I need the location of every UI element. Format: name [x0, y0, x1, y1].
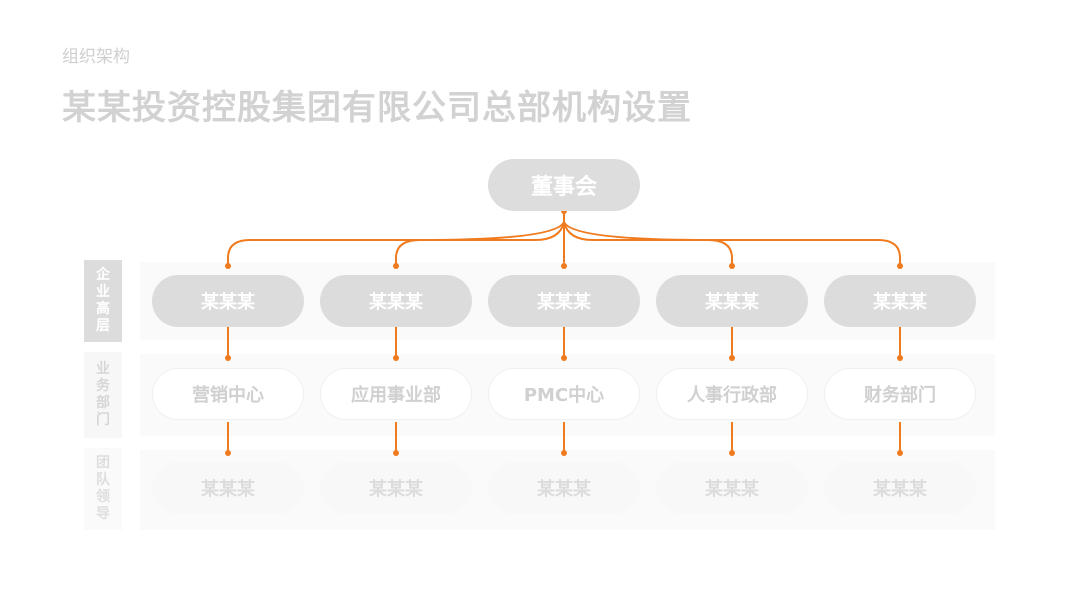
connector-dot: [729, 263, 735, 269]
connector-branch-right2: [563, 221, 733, 267]
board-node: 董事会: [488, 159, 640, 211]
connector-dot: [897, 355, 903, 361]
connector-dot: [393, 263, 399, 269]
page-title: 某某投资控股集团有限公司总部机构设置: [62, 88, 692, 128]
connector-dot: [225, 263, 231, 269]
leader-node: 某某某: [656, 462, 808, 514]
executive-node: 某某某: [488, 275, 640, 327]
connector-dot: [393, 450, 399, 456]
connector-dot: [225, 355, 231, 361]
connector-dot: [561, 355, 567, 361]
executive-node: 某某某: [824, 275, 976, 327]
leader-node: 某某某: [152, 462, 304, 514]
leader-node: 某某某: [824, 462, 976, 514]
department-node: 人事行政部: [656, 368, 808, 420]
department-node: 营销中心: [152, 368, 304, 420]
connector-dot: [225, 450, 231, 456]
side-label-leaders: 团队领导: [84, 448, 122, 530]
connector-branch-right: [563, 221, 901, 267]
leader-node: 某某某: [320, 462, 472, 514]
connector-branch-left: [227, 221, 565, 267]
connector-dot: [897, 263, 903, 269]
connector-dot: [729, 355, 735, 361]
department-node: 应用事业部: [320, 368, 472, 420]
executive-node: 某某某: [320, 275, 472, 327]
connector-dot: [897, 450, 903, 456]
side-label-departments: 业务部门: [84, 352, 122, 438]
department-node: 财务部门: [824, 368, 976, 420]
executive-node: 某某某: [152, 275, 304, 327]
connector-dot: [561, 263, 567, 269]
side-label-executive: 企业高层: [84, 260, 122, 342]
executive-node: 某某某: [656, 275, 808, 327]
connector-dot: [729, 450, 735, 456]
connector-dot: [561, 450, 567, 456]
page-subtitle: 组织架构: [62, 47, 130, 67]
department-node: PMC中心: [488, 368, 640, 420]
leader-node: 某某某: [488, 462, 640, 514]
connector-dot: [393, 355, 399, 361]
connector-branch-left2: [395, 221, 565, 267]
